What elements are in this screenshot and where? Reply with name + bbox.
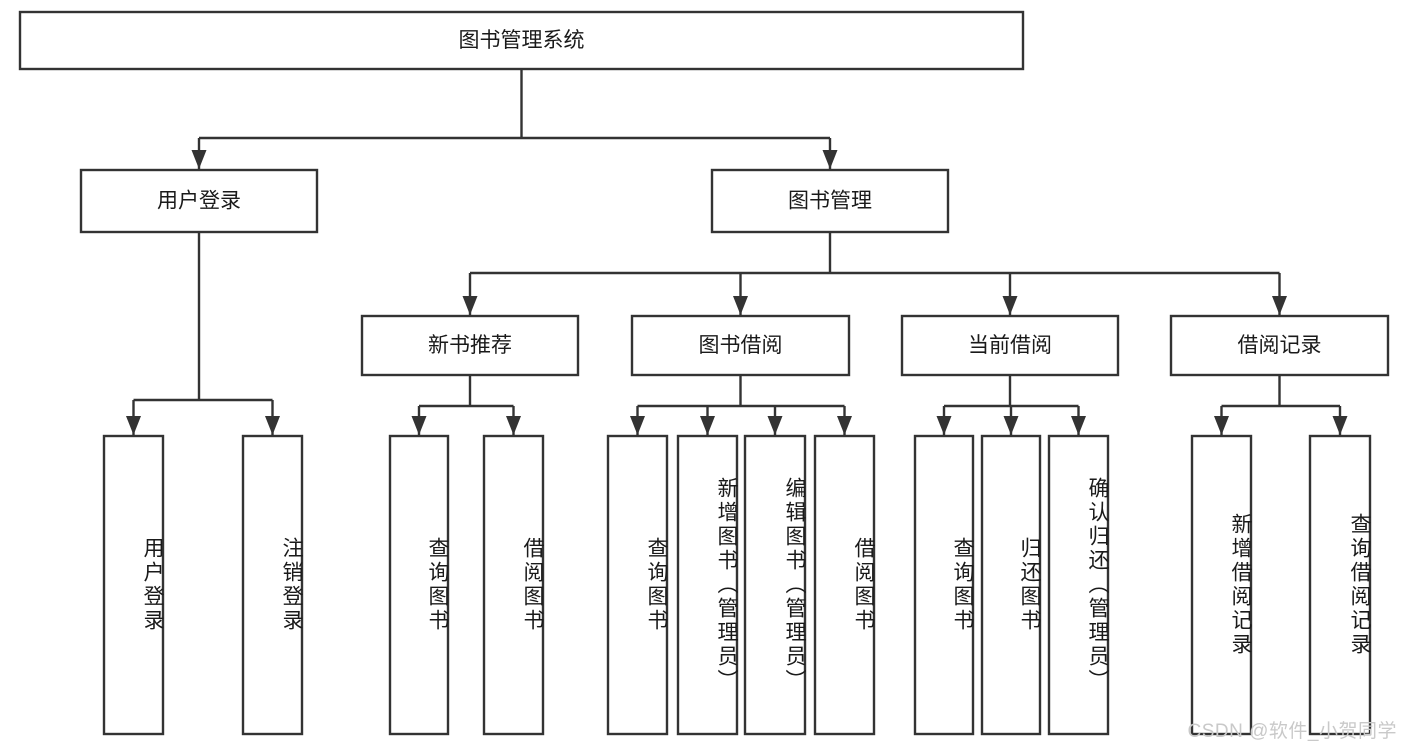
arrow-head-icon [733, 296, 748, 315]
node-level3-label-0: 新书推荐 [428, 334, 512, 357]
arrow-head-icon [700, 416, 715, 435]
arrow-head-icon [126, 416, 141, 435]
node-root-box[interactable] [18, 10, 1025, 71]
arrow-head-icon [191, 150, 207, 169]
arrow-head-icon [1003, 416, 1019, 435]
arrow-head-icon [767, 416, 783, 435]
node-leaf-box-1[interactable] [241, 434, 304, 736]
arrow-head-icon [462, 296, 478, 315]
node-leaf-box-8[interactable] [913, 434, 975, 736]
arrow-head-icon [1272, 296, 1287, 315]
node-level3-box-0[interactable] [360, 314, 580, 377]
node-leaf-box-6[interactable] [743, 434, 807, 736]
node-root-label: 图书管理系统 [459, 29, 585, 52]
node-leaf-box-10[interactable] [1047, 434, 1110, 736]
node-level2-box-0[interactable] [79, 168, 319, 234]
node-level3-box-2[interactable] [900, 314, 1120, 377]
arrow-head-icon [411, 416, 427, 435]
arrow-head-icon [837, 416, 852, 435]
arrow-head-icon [630, 416, 645, 435]
arrow-head-icon [936, 416, 952, 435]
node-leaf-box-11[interactable] [1190, 434, 1253, 736]
node-leaf-box-0[interactable] [102, 434, 165, 736]
arrow-head-icon [1214, 416, 1229, 435]
node-leaf-box-3[interactable] [482, 434, 545, 736]
node-level2-box-1[interactable] [710, 168, 950, 234]
node-level3-label-1: 图书借阅 [699, 334, 783, 357]
node-level3-label-2: 当前借阅 [968, 334, 1052, 357]
node-level3-box-3[interactable] [1169, 314, 1390, 377]
connector-layer [126, 69, 1348, 435]
arrow-head-icon [822, 150, 838, 169]
node-leaf-box-5[interactable] [676, 434, 739, 736]
node-leaf-box-9[interactable] [980, 434, 1042, 736]
node-leaf-box-7[interactable] [813, 434, 876, 736]
node-level3-label-3: 借阅记录 [1238, 334, 1322, 357]
node-leaf-box-12[interactable] [1308, 434, 1372, 736]
arrow-head-icon [1002, 296, 1018, 315]
node-level3-box-1[interactable] [630, 314, 851, 377]
node-leaf-box-4[interactable] [606, 434, 669, 736]
node-level2-label-0: 用户登录 [157, 190, 241, 213]
arrow-head-icon [506, 416, 521, 435]
watermark-text: CSDN @软件_小贺同学 [1187, 721, 1397, 742]
arrow-head-icon [265, 416, 280, 435]
node-level2-label-1: 图书管理 [788, 190, 872, 213]
node-leaf-box-2[interactable] [388, 434, 450, 736]
box-layer [18, 10, 1390, 736]
arrow-head-icon [1071, 416, 1086, 435]
arrow-head-icon [1332, 416, 1348, 435]
